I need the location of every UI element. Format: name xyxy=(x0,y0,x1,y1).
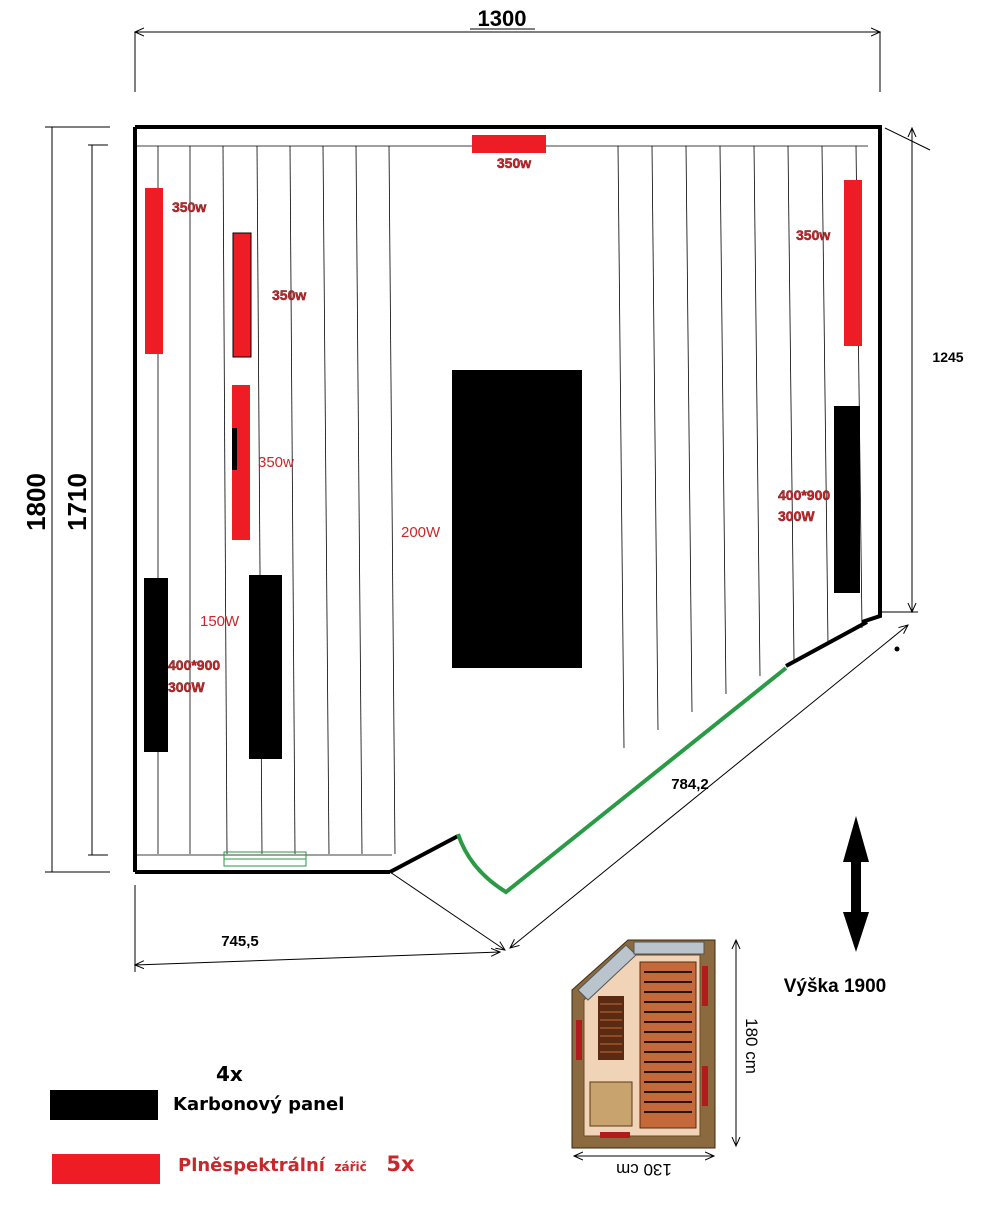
carbon-panel-right xyxy=(834,406,860,593)
heater-right-top xyxy=(844,180,862,346)
legend xyxy=(50,1090,160,1184)
legend-spectral-swatch xyxy=(52,1154,160,1184)
diagonal-dimensions: 784,2 745,5 xyxy=(135,625,908,972)
top-dimension: 1300 xyxy=(135,6,880,92)
height-label: Výška 1900 xyxy=(784,976,887,997)
left-top-label: 350w xyxy=(172,199,206,215)
thumbnail-width-label: 130 cm xyxy=(616,1160,672,1179)
bottom-left-label: 745,5 xyxy=(221,933,259,950)
left-small-label: 150W xyxy=(200,613,240,630)
right-dimension: 1245 xyxy=(880,128,964,612)
right-side-label: 1245 xyxy=(932,349,963,365)
carbon-panel-center xyxy=(452,370,582,668)
heater-left-mid-upper xyxy=(232,232,252,358)
heater-left-top xyxy=(145,188,163,354)
diagonal-label: 784,2 xyxy=(671,776,709,793)
left-panel-label-2: 300W xyxy=(168,679,205,695)
legend-spectral-label: Plněspektrální xyxy=(178,1155,325,1176)
legend-carbon-swatch xyxy=(50,1090,158,1120)
heater-labels: 350w 350w 350w 350w 350w 200W 150W 400*9… xyxy=(168,155,831,695)
spectral-heaters xyxy=(145,135,862,540)
outer-height-label: 1800 xyxy=(21,473,51,531)
sauna-walls xyxy=(133,125,900,874)
heater-top-center xyxy=(472,135,546,153)
thumbnail-depth-label: 180 cm xyxy=(742,1018,761,1074)
top-center-label: 350w xyxy=(497,155,531,171)
center-label: 200W xyxy=(401,524,441,541)
height-arrow: Výška 1900 xyxy=(784,816,887,997)
glass-door xyxy=(223,666,788,895)
carbon-panel-left-outer xyxy=(144,578,168,752)
right-panel-label-2: 300W xyxy=(778,508,815,524)
heater-left-mid xyxy=(232,385,250,540)
legend-spectral-count: 5x xyxy=(386,1152,415,1176)
inner-height-label: 1710 xyxy=(62,473,92,531)
left-panel-label-1: 400*900 xyxy=(168,657,220,673)
sauna-thumbnail: 180 cm 130 cm xyxy=(571,940,761,1179)
left-mid-upper-label: 350w xyxy=(272,287,306,303)
width-top-label: 1300 xyxy=(478,6,527,31)
legend-spectral-small: zářič xyxy=(334,1160,367,1174)
legend-carbon-count: 4x xyxy=(216,1062,243,1086)
carbon-panel-left-inner xyxy=(249,575,282,759)
legend-carbon-label: Karbonový panel xyxy=(173,1094,345,1115)
legend-spectral-row: Plněspektrální zářič 5x xyxy=(178,1152,415,1176)
carbon-panels xyxy=(144,370,860,759)
left-mid-label: 350w xyxy=(258,454,294,471)
left-dimensions: 1800 1710 xyxy=(21,126,110,873)
right-top-label: 350w xyxy=(796,227,830,243)
right-panel-label-1: 400*900 xyxy=(778,487,830,503)
